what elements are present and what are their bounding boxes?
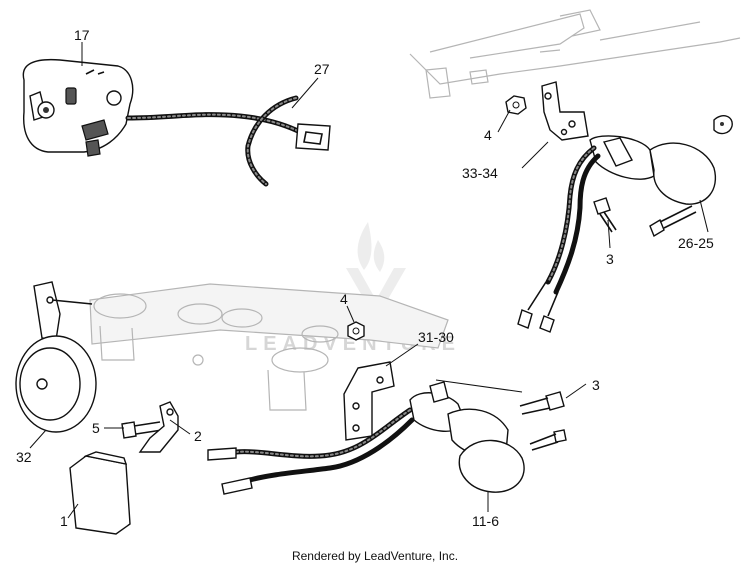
callout-1: 1 (60, 513, 68, 529)
leader-lines (29, 42, 709, 519)
nut-4-bottom (347, 321, 365, 341)
callout-17: 17 (74, 27, 90, 43)
callout-26-25: 26-25 (678, 235, 714, 251)
turn-signal-11-6 (409, 381, 525, 493)
handlebar-switch (22, 58, 134, 157)
bolt-3-bottom (519, 391, 565, 415)
callout-3-bottom: 3 (592, 377, 600, 393)
frame-outline (409, 9, 741, 99)
callout-32: 32 (16, 449, 32, 465)
watermark-logo (346, 222, 406, 320)
callout-31-30: 31-30 (418, 329, 454, 345)
callout-27: 27 (314, 61, 330, 77)
callout-11-6: 11-6 (472, 513, 499, 529)
nut-4-top (505, 95, 527, 115)
callout-3-top: 3 (606, 251, 614, 267)
bracket-31-30 (343, 361, 395, 441)
clamp-2 (138, 401, 179, 453)
bolt-3-top (593, 197, 617, 233)
footer-credit: Rendered by LeadVenture, Inc. (291, 549, 459, 563)
callout-33-34: 33-34 (462, 165, 498, 181)
callout-5: 5 (92, 420, 100, 436)
bracket-33-34 (541, 81, 589, 141)
callout-4-top: 4 (484, 127, 492, 143)
bolt-5 (121, 421, 163, 439)
relay-1 (69, 451, 131, 535)
horn-32 (15, 281, 97, 433)
callout-2: 2 (194, 428, 202, 444)
screw-top (649, 205, 697, 238)
screw-bottom (529, 429, 567, 451)
callout-4-bottom: 4 (340, 291, 348, 307)
turn-signal-26-25 (589, 115, 733, 205)
